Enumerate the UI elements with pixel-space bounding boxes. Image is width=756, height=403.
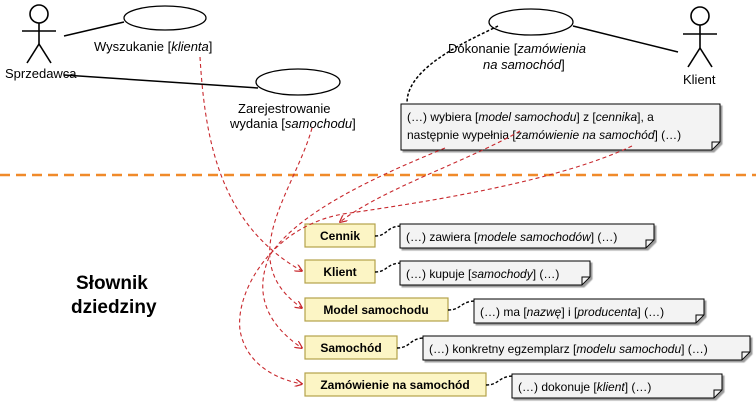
term-label: Samochód — [320, 341, 381, 355]
term-row: Samochód (…) konkretny egzemplarz [model… — [304, 335, 751, 361]
term-row: Zamówienie na samochód (…) dokonuje [kli… — [304, 372, 723, 399]
trace-arrow-model — [269, 127, 313, 308]
term-note — [511, 373, 723, 399]
term-note-text: (…) zawiera [modele samochodów] (…) — [406, 230, 617, 244]
term-note — [399, 223, 655, 249]
term-label: Klient — [323, 265, 356, 279]
term-note-text: (…) ma [nazwę] i [producenta] (…) — [480, 305, 664, 319]
trace-arrow-samochod — [262, 147, 446, 348]
term-note-text: (…) kupuje [samochody] (…) — [406, 267, 559, 281]
description-note-line-2: następnie wypełnia [zamówienie na samoch… — [407, 128, 681, 142]
term-note — [422, 335, 751, 361]
use-case-register-label-2: wydania [samochodu] — [229, 116, 356, 131]
association-seller-search — [63, 21, 125, 37]
use-case-register-label-1: Zarejestrowanie — [238, 101, 331, 116]
association-client-order — [572, 25, 679, 53]
trace-arrow-zamowienie — [239, 145, 633, 384]
trace-arrow-klient — [199, 56, 302, 271]
term-label: Cennik — [320, 229, 360, 243]
use-case-order-label-2: na samochód] — [483, 57, 565, 72]
trace-arrow-cennik — [340, 130, 521, 222]
term-row: Model samochodu (…) ma [nazwę] i [produc… — [304, 297, 705, 324]
dictionary-title-line-2: dziedziny — [71, 297, 157, 318]
use-case-search — [123, 5, 207, 31]
description-note-line-1: (…) wybiera [model samochodu] z [cennika… — [407, 110, 654, 124]
actor-seller-label: Sprzedawca — [5, 66, 77, 81]
term-label: Zamówienie na samochód — [320, 378, 469, 392]
dictionary-title-line-1: Słownik — [76, 273, 148, 294]
description-note — [400, 103, 721, 151]
use-case-order-label-1: Dokonanie [zamówienia — [448, 41, 586, 56]
actor-client — [683, 6, 717, 68]
term-note — [473, 298, 705, 324]
use-case-register — [255, 68, 341, 96]
term-row: Klient (…) kupuje [samochody] (…) — [304, 259, 591, 286]
actor-client-label: Klient — [683, 72, 716, 87]
use-case-order — [488, 8, 574, 36]
term-row: Cennik (…) zawiera [modele samochodów] (… — [304, 223, 655, 249]
term-label: Model samochodu — [323, 303, 428, 317]
note-anchor-order — [406, 25, 499, 111]
term-note — [399, 260, 591, 286]
term-note-text: (…) dokonuje [klient] (…) — [518, 380, 651, 394]
association-seller-register — [63, 74, 259, 89]
actor-seller — [22, 4, 56, 64]
term-note-text: (…) konkretny egzemplarz [modelu samocho… — [429, 342, 708, 356]
use-case-search-label: Wyszukanie [klienta] — [94, 39, 212, 54]
